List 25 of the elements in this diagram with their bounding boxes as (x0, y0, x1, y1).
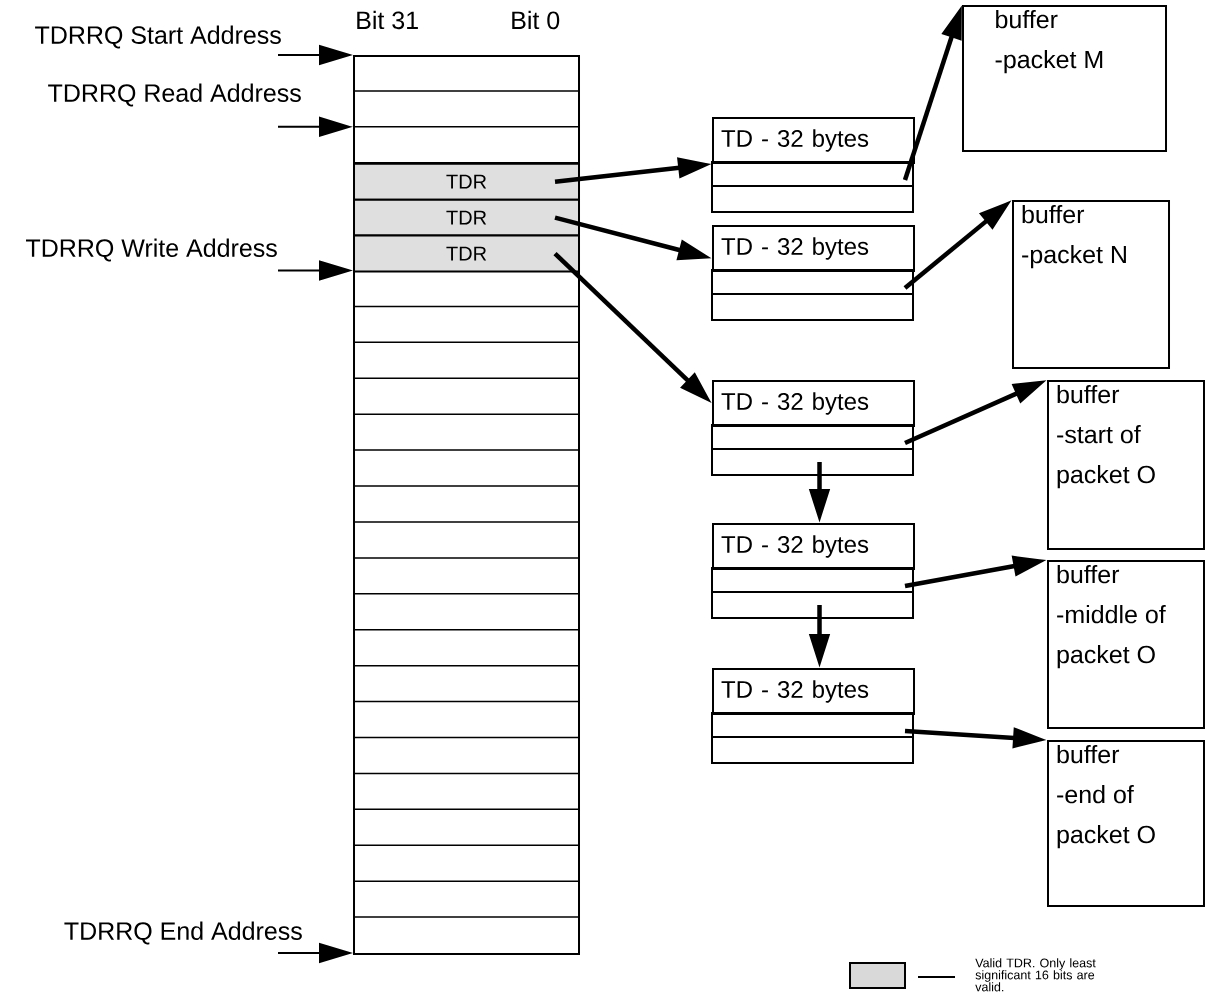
descriptor-box: TD - 32 bytes (711, 523, 915, 619)
buffer-box: buffer -packet N (1012, 200, 1170, 369)
legend-text: Valid TDR. Only least significant 16 bits are valid. (975, 958, 1096, 992)
descriptor-box: TD - 32 bytes (711, 117, 915, 213)
descriptor-box: TD - 32 bytes (711, 668, 915, 764)
tdr-row: TDR (353, 234, 580, 273)
node-label: TD - 32 bytes (721, 392, 869, 415)
address-label: TDRRQ Write Address (26, 238, 277, 262)
descriptor-box: TD - 32 bytes (711, 380, 915, 476)
tdr-row: TDR (353, 198, 580, 237)
buffer-box: buffer -start of packet O (1047, 380, 1205, 550)
node-label: TD - 32 bytes (721, 680, 869, 703)
node-label: TD - 32 bytes (721, 535, 869, 558)
address-label: TDRRQ Start Address (35, 25, 281, 49)
node-label: TD - 32 bytes (721, 237, 869, 260)
buffer-box: buffer -packet M (962, 5, 1167, 152)
descriptor-box: TD - 32 bytes (711, 225, 915, 321)
node-label: TD - 32 bytes (721, 129, 869, 152)
address-label: TDRRQ End Address (64, 921, 302, 945)
buffer-box: buffer -end of packet O (1047, 740, 1205, 907)
bit-label: Bit 31 (357, 10, 418, 30)
bit-label: Bit 0 (512, 10, 560, 30)
tdr-row: TDR (353, 162, 580, 201)
address-label: TDRRQ Read Address (48, 83, 301, 107)
buffer-box: buffer -middle of packet O (1047, 560, 1205, 729)
